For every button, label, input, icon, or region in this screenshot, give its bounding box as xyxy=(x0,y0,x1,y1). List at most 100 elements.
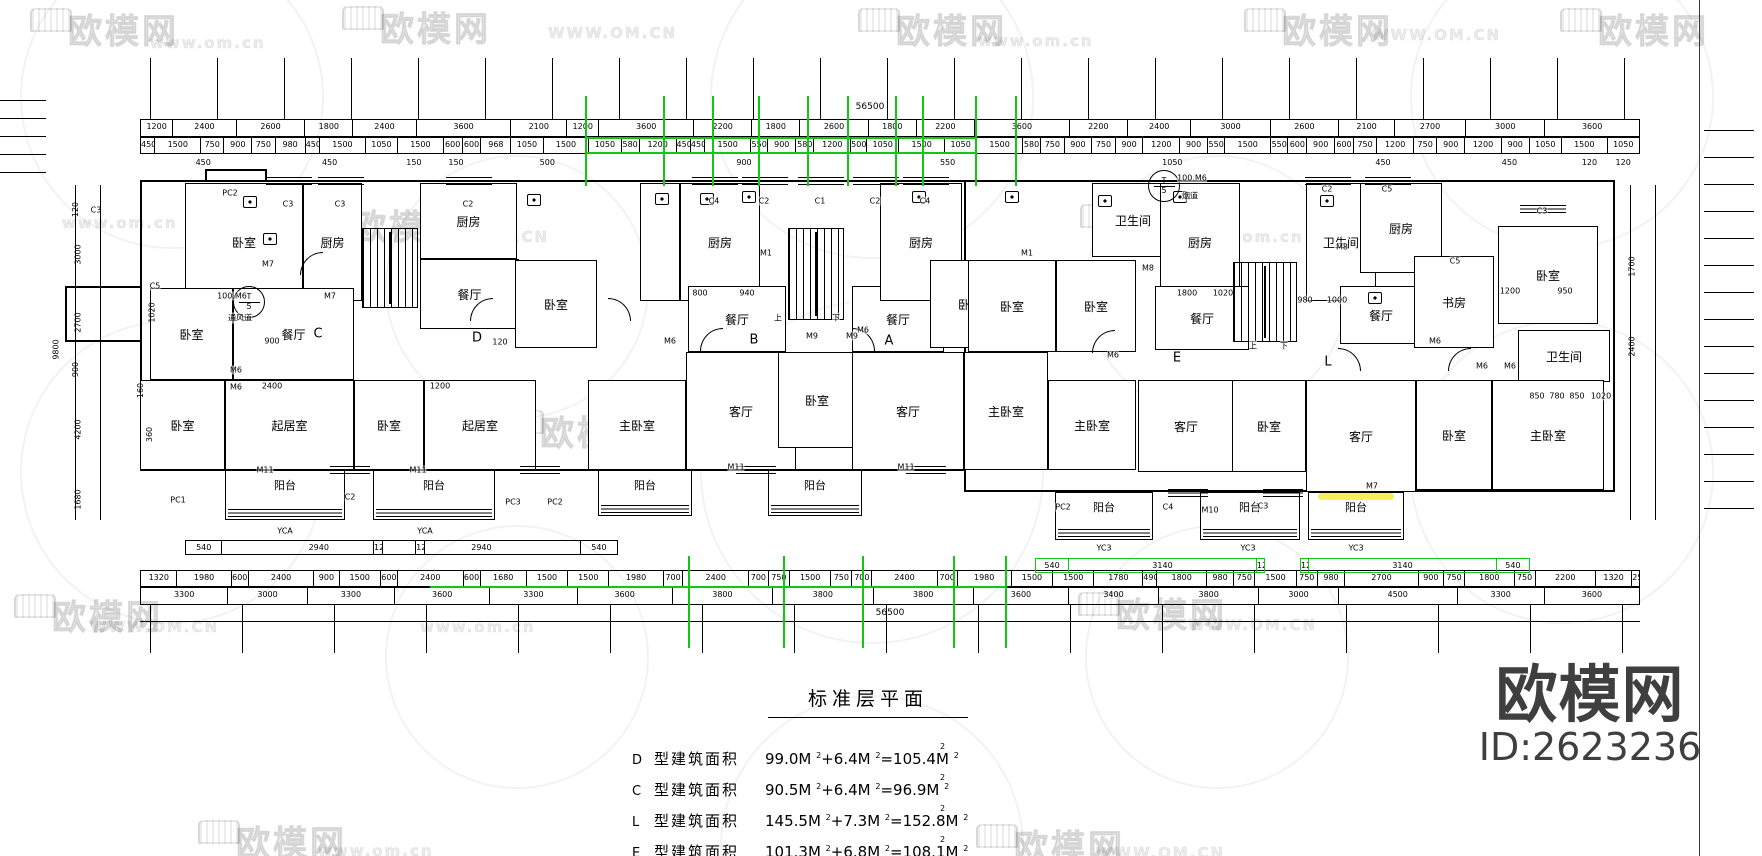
room-label: 卧室 xyxy=(376,418,401,433)
room-label: 餐厅 xyxy=(885,312,910,327)
plan-code-label: M6 xyxy=(664,336,676,346)
plan-code-label: M6 xyxy=(230,382,242,392)
dim-value: 1500 xyxy=(1053,571,1095,586)
dim-value: 2600 xyxy=(237,120,306,136)
dim-value: 250 xyxy=(1632,571,1640,586)
fixture-icon xyxy=(1368,292,1382,304)
dim-value: 3000 xyxy=(1259,588,1339,604)
grid-tick xyxy=(418,58,419,119)
room-label: 卧室 xyxy=(1535,268,1560,283)
building-outline xyxy=(65,286,142,342)
dim-value: 900 xyxy=(314,571,340,586)
plan-code-label: 下 xyxy=(832,312,840,324)
grid-tick xyxy=(886,605,887,653)
dim-value: 1500 xyxy=(1255,571,1297,586)
plan-code-label: C5 xyxy=(149,281,161,291)
dim-value: 600 xyxy=(1335,138,1354,153)
grid-tick xyxy=(1289,58,1290,119)
dim-value: 750 xyxy=(1515,571,1536,586)
plan-code-label: M11 xyxy=(727,462,745,472)
dim-value: 120 xyxy=(1300,559,1310,572)
dim-value: 150 xyxy=(448,158,464,167)
grid-tick xyxy=(485,58,486,119)
room-label: 主卧室 xyxy=(987,404,1024,419)
margin-tick xyxy=(1704,292,1754,293)
plan-code-label: C2 xyxy=(1321,184,1333,194)
dim-value: 3800 xyxy=(1159,588,1260,604)
room: 卧室 xyxy=(1232,380,1306,472)
area-expression: 90.5M 2+6.4M 2=96.9M 2 xyxy=(765,781,950,799)
dim-value: 2400 xyxy=(872,571,938,586)
dim-value: 550 xyxy=(1271,138,1289,153)
dim-value: 2940 xyxy=(383,541,581,554)
room-label: 卧室 xyxy=(999,299,1024,314)
window-mark xyxy=(903,177,949,185)
dim-right-line xyxy=(1630,185,1631,520)
dim-value: 3000 xyxy=(1466,120,1546,136)
area-expression: 99.0M 2+6.4M 2=105.4M 2 xyxy=(765,750,959,768)
dim-value: 3600 xyxy=(599,120,695,136)
dim-value: 1500 xyxy=(1012,571,1054,586)
dim-value: 540 xyxy=(1497,559,1530,572)
dim-value: 750 xyxy=(1444,571,1466,586)
dim-value: 3600 xyxy=(1545,120,1640,136)
plan-code-label: 1000 xyxy=(1326,295,1348,305)
window-mark xyxy=(692,177,738,185)
green-grid-line xyxy=(895,96,897,186)
green-dim-line xyxy=(585,152,975,154)
dim-value: 1200 xyxy=(640,138,677,153)
area-unit-letter: L xyxy=(632,815,640,830)
plan-code-label: M10 xyxy=(1201,505,1219,515)
plan-code-label: C4 xyxy=(1162,502,1174,512)
fixture-icon xyxy=(263,233,277,245)
dim-value: 3800 xyxy=(673,588,774,604)
dim-value: 2700 xyxy=(1345,571,1419,586)
dim-value: 1500 xyxy=(527,571,569,586)
dim-balcony-group: 5403140120 xyxy=(1035,558,1265,573)
dim-value: 450 xyxy=(1501,158,1518,167)
grid-tick xyxy=(1356,58,1357,119)
grid-tick xyxy=(1490,58,1491,119)
grid-tick xyxy=(284,58,285,119)
dim-value: 1200 xyxy=(1377,138,1415,153)
room-label: 卫生间 xyxy=(1114,213,1151,228)
plan-code-label: M11 xyxy=(256,465,274,475)
dim-value: 540 xyxy=(185,541,223,554)
dim-value: 1200 xyxy=(1465,138,1502,153)
dim-value: 120 xyxy=(1615,158,1631,167)
plan-code-label: C3 xyxy=(334,199,346,209)
unit-letter: A xyxy=(884,333,894,349)
room: 客厅 xyxy=(1306,380,1416,492)
plan-code-label: M8 xyxy=(1142,263,1154,273)
fixture-icon xyxy=(243,196,257,208)
window-mark xyxy=(318,177,364,185)
balcony-label: 阳台 xyxy=(423,479,445,492)
grid-tick xyxy=(150,58,151,119)
squared-sup: 2 xyxy=(875,751,881,760)
room: 卧室 xyxy=(1056,260,1136,352)
room-label: 卧室 xyxy=(804,393,829,408)
plan-code-label: 950 xyxy=(1557,286,1573,296)
plan-code-label: 100.M6 xyxy=(1177,173,1207,183)
dim-value: 3600 xyxy=(974,588,1070,604)
grid-tick xyxy=(426,605,427,653)
plan-code-label: PC1 xyxy=(170,495,186,505)
balcony-label: 阳台 xyxy=(1239,501,1261,514)
plan-code-label: C3 xyxy=(90,205,102,215)
grid-tick xyxy=(887,58,888,119)
plan-code-label: PC2 xyxy=(1055,502,1071,512)
unit-letter: L xyxy=(1324,354,1332,370)
dim-left-value: 9800 xyxy=(51,339,61,360)
unit-letter: C xyxy=(313,326,323,342)
plan-code-label: M6 xyxy=(230,365,242,375)
plan-code-label: 900 xyxy=(264,336,280,346)
squared-sup: 2 xyxy=(953,751,959,760)
squared-sup: 2 xyxy=(825,844,831,853)
squared-sup: 2 xyxy=(884,813,890,822)
room-label: 起居室 xyxy=(461,418,498,433)
room-label: 主卧室 xyxy=(1073,418,1110,433)
plan-code-label: 980 xyxy=(1297,295,1313,305)
plan-code-label: 烟道 xyxy=(1182,190,1198,202)
room-label: 卧室 xyxy=(170,418,195,433)
